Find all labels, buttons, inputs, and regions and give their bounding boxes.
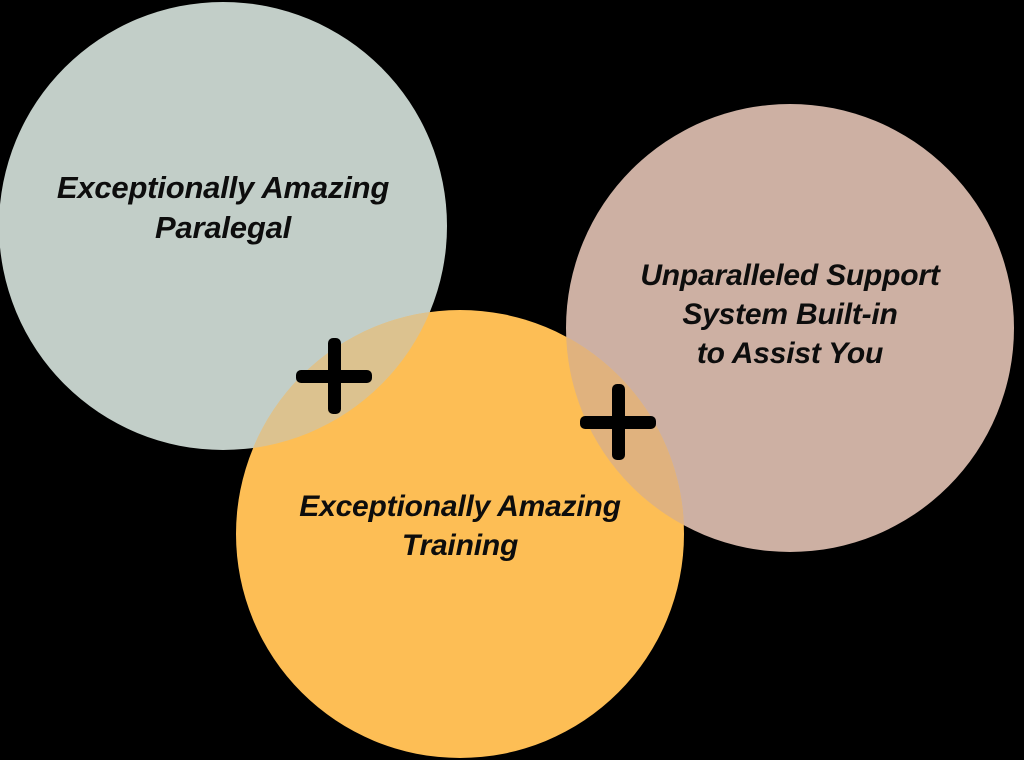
circle-paralegal[interactable] xyxy=(0,2,447,450)
circle-support[interactable] xyxy=(566,104,1014,552)
circle-training[interactable] xyxy=(236,310,684,758)
